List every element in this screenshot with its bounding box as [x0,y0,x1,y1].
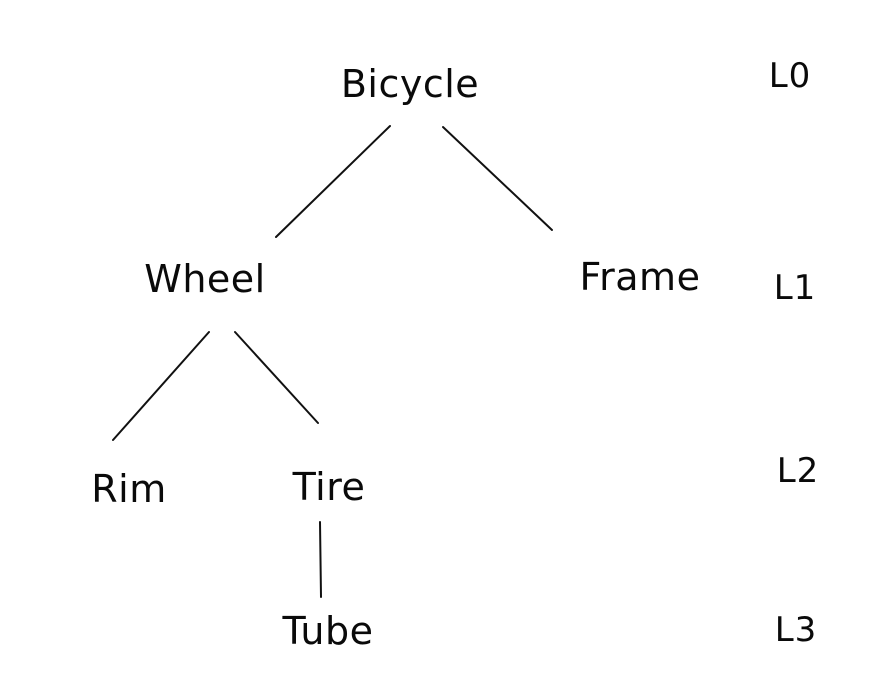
level-label-l3: L3 [774,610,818,650]
edge-tire-tube [319,521,322,598]
level-label-l2: L2 [776,451,820,491]
edge-bicycle-wheel [275,125,391,238]
edge-wheel-rim [112,331,210,441]
node-rim[interactable]: Rim [91,467,167,511]
edge-wheel-tire [234,331,319,424]
level-label-l1: L1 [773,268,817,308]
node-tube[interactable]: Tube [282,609,374,653]
node-frame[interactable]: Frame [579,255,701,299]
node-wheel[interactable]: Wheel [144,257,266,301]
node-bicycle[interactable]: Bicycle [340,62,480,106]
level-label-l0: L0 [768,56,812,96]
node-tire[interactable]: Tire [292,465,366,509]
edge-bicycle-frame [442,126,553,231]
